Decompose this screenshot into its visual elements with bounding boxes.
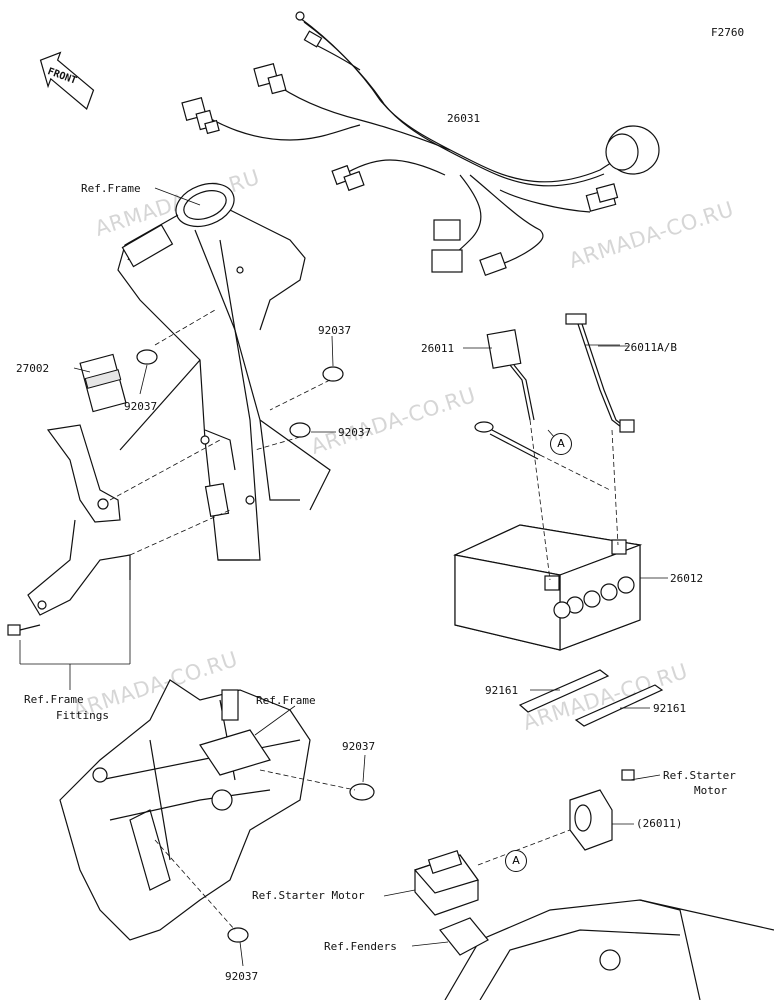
- label-part-92037: 92037: [318, 324, 352, 337]
- rear-frame-view: [59, 679, 311, 941]
- starter-bolt: [621, 769, 635, 781]
- label-part-26011: 26011: [421, 342, 455, 355]
- label-part-26031: 26031: [447, 112, 481, 125]
- label-part-92037: 92037: [124, 400, 158, 413]
- label-ref-starter-motor: Motor: [694, 784, 728, 797]
- label-part-92037: 92037: [225, 970, 259, 983]
- label-part-27002: 27002: [16, 362, 50, 375]
- main-wiring-harness: [181, 11, 660, 277]
- label-part-92161: 92161: [653, 702, 687, 715]
- rear-fender: [439, 899, 774, 1000]
- label-ref-starter-motor: Ref.Starter Motor: [252, 889, 365, 902]
- label-part-26012: 26012: [670, 572, 704, 585]
- label-ref-fenders: Ref.Fenders: [324, 940, 397, 953]
- clip-92037: [136, 349, 344, 438]
- label-ref-frame-fittings: Ref.Frame: [24, 693, 84, 706]
- reference-marker-a: A: [505, 850, 527, 872]
- battery-26012: [453, 524, 643, 651]
- front-direction-arrow: [39, 51, 95, 110]
- label-ref-frame-fittings: Fittings: [56, 709, 109, 722]
- label-ref-starter-motor: Ref.Starter: [663, 769, 736, 782]
- relay-27002: [79, 353, 127, 413]
- label-ref-frame: Ref.Frame: [256, 694, 316, 707]
- battery-pad-92161: [518, 669, 664, 727]
- bracket: [27, 424, 131, 616]
- label-ref-frame: Ref.Frame: [81, 182, 141, 195]
- label-part-92161: 92161: [485, 684, 519, 697]
- battery-cable-26011: [486, 329, 535, 421]
- label-part-92037: 92037: [338, 426, 372, 439]
- figure-code: F2760: [711, 26, 745, 39]
- clip-92037-lower: [227, 783, 375, 943]
- bolt: [7, 624, 41, 636]
- label-part-26011: (26011): [636, 817, 683, 830]
- starter-relay: [413, 849, 479, 916]
- label-part-26011ab: 26011A/B: [624, 341, 677, 354]
- frame-headstock: [117, 182, 331, 561]
- battery-cable-26011ab: [565, 313, 635, 433]
- reference-marker-a: A: [550, 433, 572, 455]
- ground-lead: [474, 421, 541, 460]
- terminal-cover-26011: [569, 789, 613, 851]
- label-part-92037: 92037: [342, 740, 376, 753]
